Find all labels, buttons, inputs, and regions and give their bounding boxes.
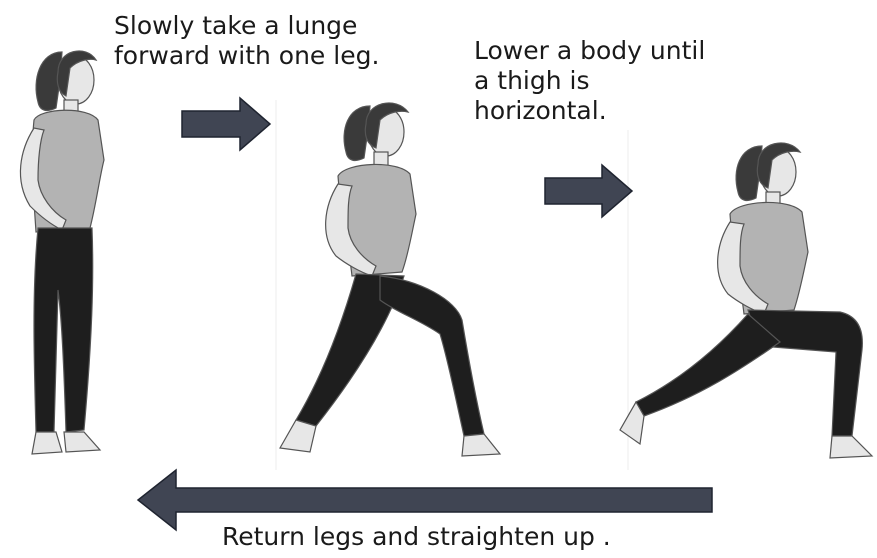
caption-step-lunge-forward: Slowly take a lunge forward with one leg… [114, 11, 379, 71]
caption-step-lower-body: Lower a body until a thigh is horizontal… [474, 36, 705, 126]
standing-woman [20, 51, 104, 454]
arrow-right-1 [182, 98, 270, 150]
caption-step-return: Return legs and straighten up . [222, 522, 611, 552]
lunge-woman [280, 103, 500, 456]
deep-lunge-woman [620, 143, 872, 458]
arrow-left-return [138, 470, 712, 530]
arrow-right-2 [545, 165, 632, 217]
